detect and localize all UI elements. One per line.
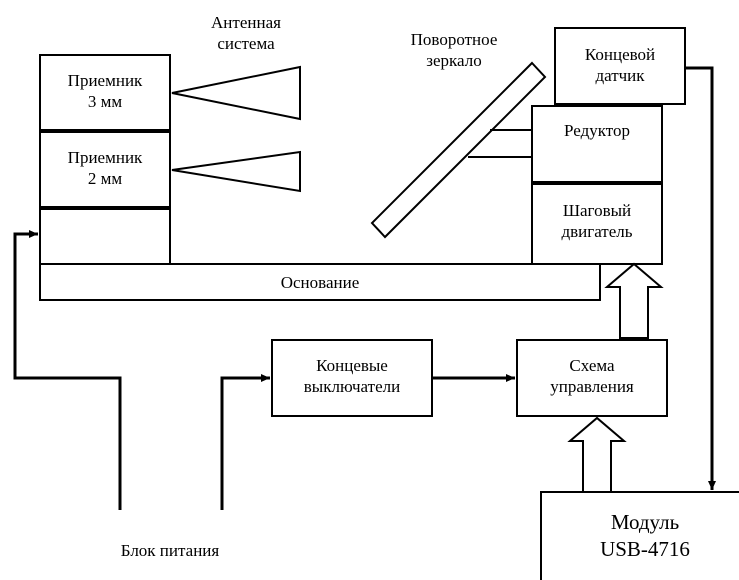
control-to-motor-block-arrow [604,262,664,339]
sensor-to-module-line [685,66,716,490]
usb-module-label: Модуль USB-4716 [600,510,690,561]
rotary-mirror-label: Поворотное зеркало [410,30,498,70]
rotary-mirror-bar [370,61,547,239]
module-to-control-block-arrow [567,416,627,493]
end-sensor-box [554,27,686,105]
stepper-motor-label: Шаговый двигатель [561,201,633,241]
power-wire-right [220,374,270,510]
base-label: Основание [280,273,360,292]
end-sensor-label: Концевой датчик [584,45,656,85]
base-box [39,263,601,301]
usb-module-box [540,491,739,580]
control-circuit-box [516,339,668,417]
receiver-3mm-box [39,54,171,131]
gearbox-label: Редуктор [564,121,630,140]
antenna-system-label: Антенная система [211,13,281,53]
control-circuit-label: Схема управления [550,356,634,396]
receiver-2mm-label: Приемник 2 мм [67,148,143,188]
limit-switches-label: Концевые выключатели [303,356,401,396]
receiver-mount-box [39,208,171,265]
gearbox-box [531,105,663,183]
receiver-3mm-label: Приемник 3 мм [67,71,143,111]
receiver-2mm-box [39,131,171,208]
power-supply-label: Блок питания [120,541,220,560]
horn-antenna-3mm [171,65,301,121]
horn-antenna-2mm [171,150,301,193]
power-wire-left [13,230,122,510]
